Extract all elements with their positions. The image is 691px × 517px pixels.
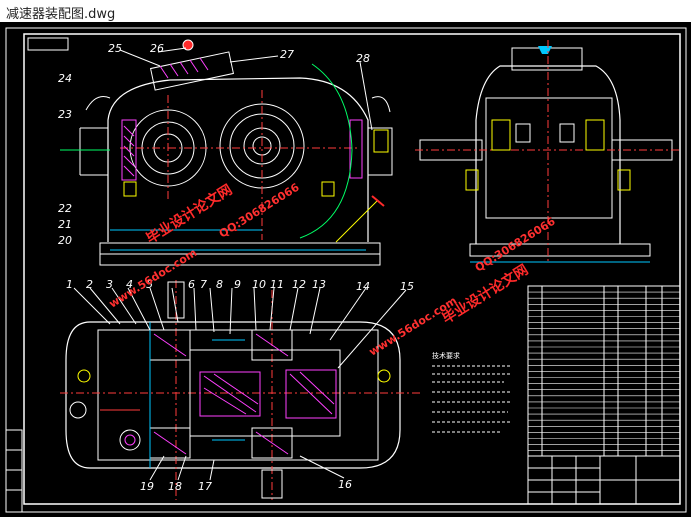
callout-8: 8 [216, 278, 223, 291]
watermark-url-2: www.56doc.com [367, 294, 460, 359]
callout-25: 25 [108, 42, 122, 55]
callout-15: 15 [400, 280, 414, 293]
side-view [415, 40, 680, 263]
watermark-url-1: www.56doc.com [107, 246, 200, 311]
outer-frame [5, 27, 687, 513]
callout-7: 7 [200, 278, 207, 291]
callout-28: 28 [356, 52, 370, 65]
callout-16: 16 [338, 478, 352, 491]
callouts-bottom: 19 18 17 16 [140, 478, 352, 493]
callout-3: 3 [106, 278, 113, 291]
inner-frame [23, 33, 681, 505]
callout-9: 9 [234, 278, 241, 291]
callout-19: 19 [140, 480, 154, 493]
parts-list-table [527, 285, 681, 457]
callout-6: 6 [188, 278, 195, 291]
drawing-svg: 技术要求 1 2 3 4 5 6 7 8 9 [5, 27, 687, 513]
parts-list-rows [528, 291, 680, 452]
callout-13: 13 [312, 278, 326, 291]
callout-17: 17 [198, 480, 212, 493]
callout-27: 27 [280, 48, 294, 61]
callout-23: 23 [58, 108, 72, 121]
side-strip [5, 429, 23, 513]
technical-notes: 技术要求 [432, 351, 512, 433]
callout-14: 14 [356, 280, 370, 293]
callout-12: 12 [292, 278, 306, 291]
callout-22: 22 [58, 202, 72, 215]
code-box [27, 37, 69, 51]
notes-heading: 技术要求 [432, 351, 460, 360]
callout-1: 1 [66, 278, 73, 291]
front-view [60, 39, 393, 266]
cad-drawing-canvas[interactable]: 技术要求 1 2 3 4 5 6 7 8 9 [0, 22, 691, 517]
callout-5: 5 [146, 278, 153, 291]
callouts-front-view: 24 23 22 21 20 25 26 27 28 [58, 42, 370, 247]
watermark-left: 毕业设计论文网 www.56doc.com QQ:306826066 [107, 181, 302, 311]
top-view [60, 280, 420, 500]
callout-26: 26 [150, 42, 164, 55]
callout-24: 24 [58, 72, 72, 85]
callouts-top-view: 1 2 3 4 5 6 7 8 9 10 11 12 13 14 15 [66, 278, 414, 293]
file-title: 减速器装配图.dwg [6, 7, 116, 22]
callout-21: 21 [58, 218, 72, 231]
callout-4: 4 [126, 278, 133, 291]
callout-20: 20 [58, 234, 72, 247]
callout-10: 10 [252, 278, 266, 291]
callout-18: 18 [168, 480, 182, 493]
watermark-right: 毕业设计论文网 www.56doc.com QQ:306826066 [367, 215, 558, 359]
title-block [527, 455, 681, 505]
callout-11: 11 [270, 278, 284, 291]
callout-2: 2 [86, 278, 93, 291]
title-bar: 减速器装配图.dwg [0, 0, 691, 23]
